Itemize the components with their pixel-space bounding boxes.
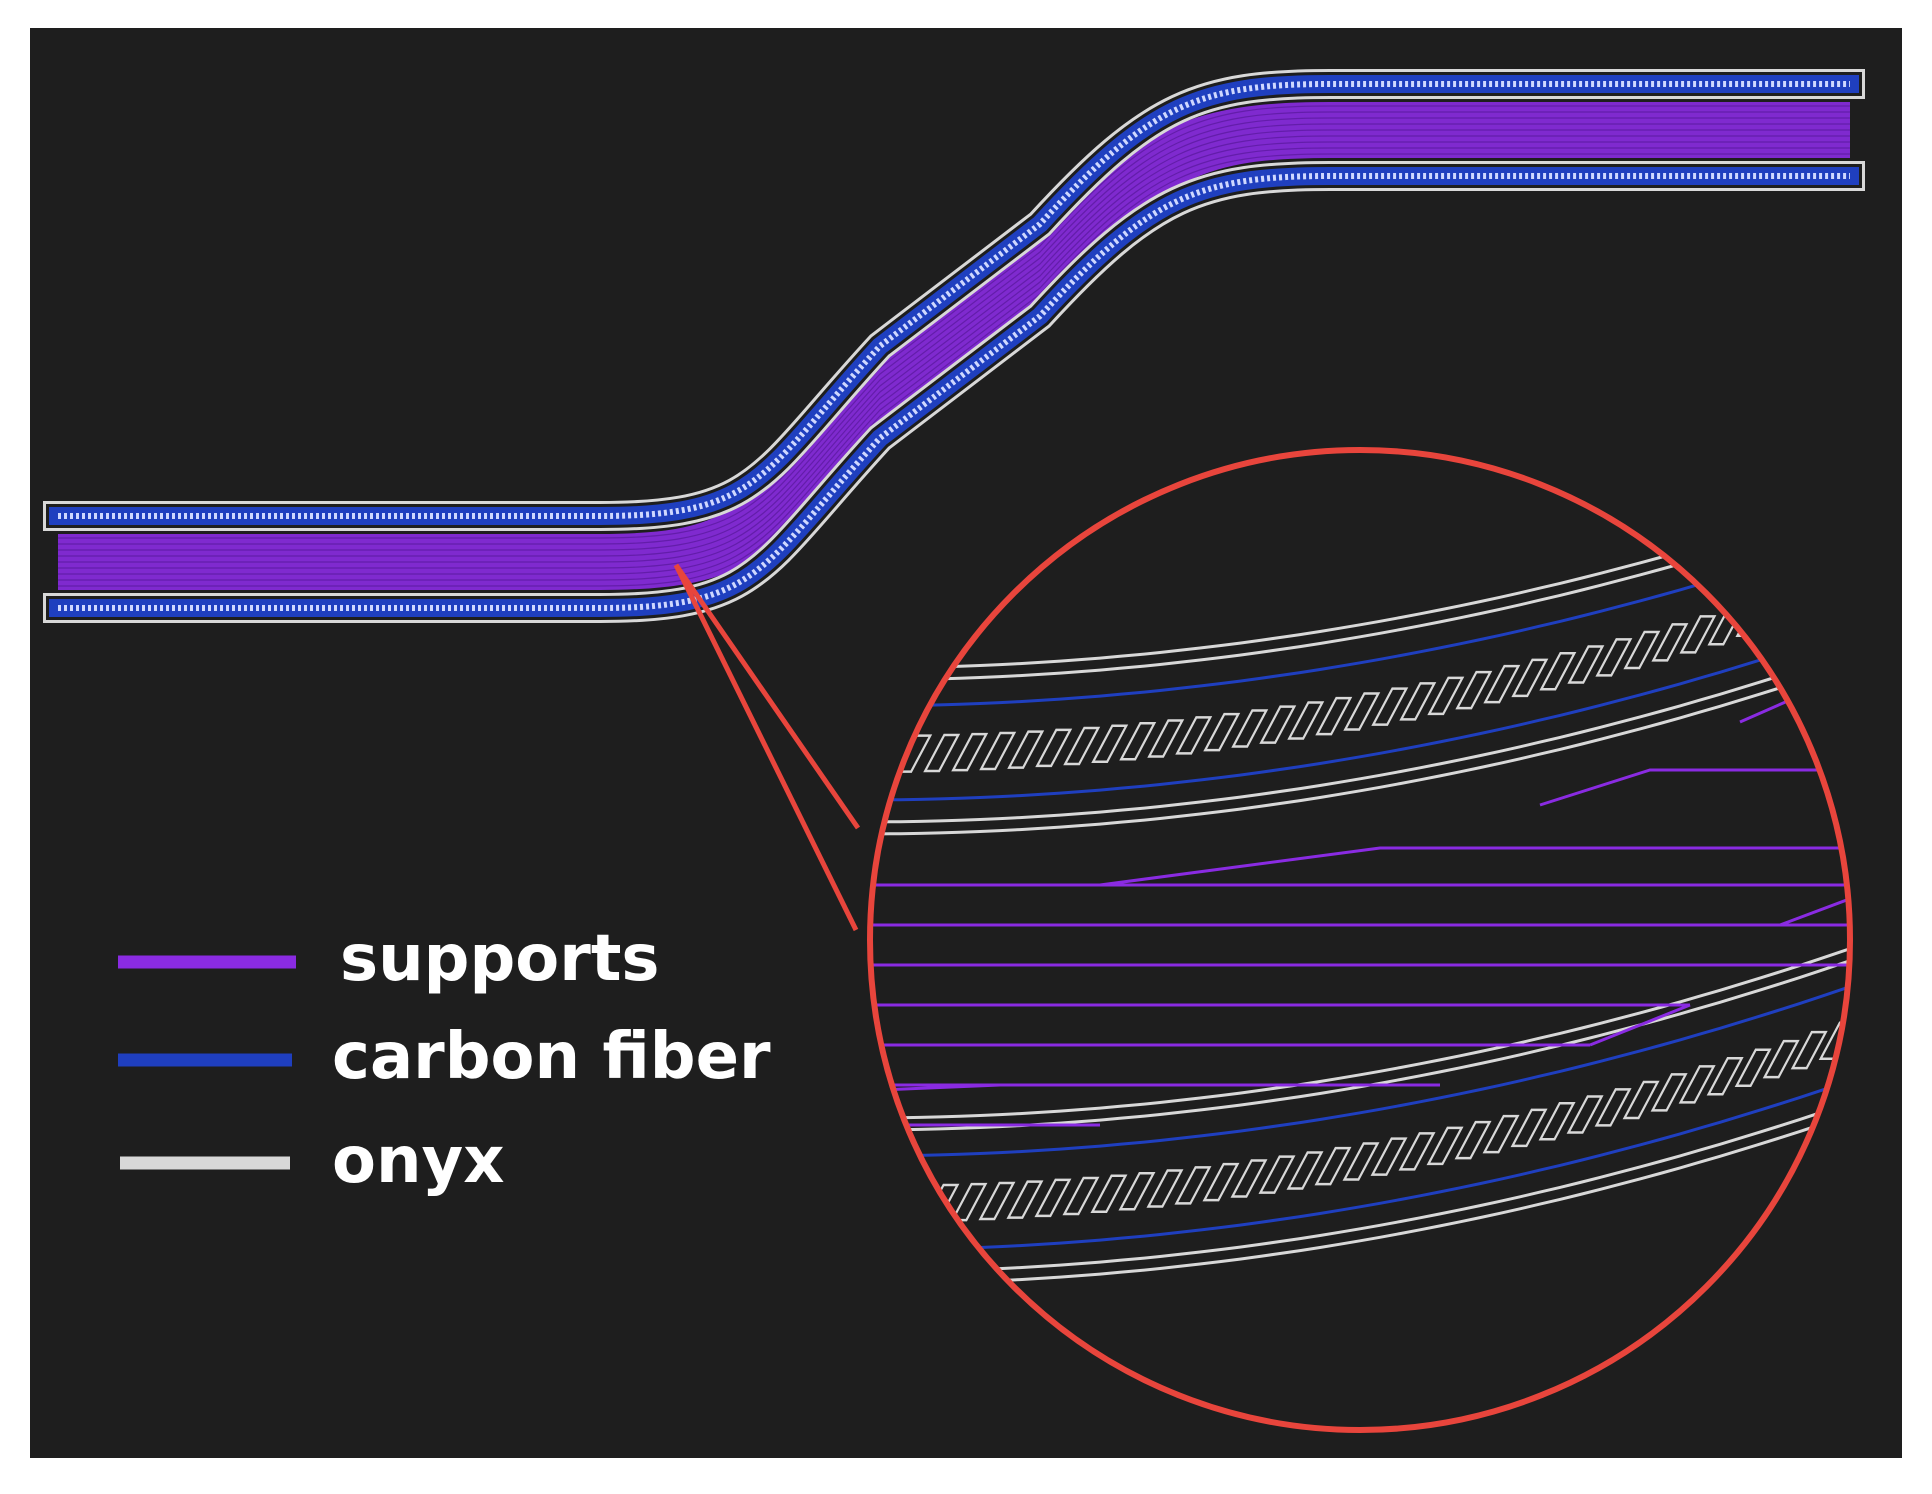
supports-line: [58, 135, 1850, 569]
fiber-cell: [1146, 1169, 1184, 1208]
supports-line: [58, 129, 1850, 563]
onyx-line: [870, 1083, 1850, 1274]
fiber-cell: [1343, 692, 1381, 731]
fiber-cell: [1286, 1151, 1324, 1190]
fiber-cell: [1399, 682, 1437, 721]
fiber-cell: [1734, 1048, 1772, 1088]
fiber-cell: [1062, 1176, 1100, 1216]
fiber-cell: [1119, 721, 1157, 761]
carbon-fiber-line: [870, 1061, 1850, 1252]
onyx-line: [870, 633, 1850, 824]
fiber-cell: [1426, 1126, 1464, 1166]
fiber-cell: [1006, 1180, 1044, 1219]
onyx-line: [870, 645, 1850, 836]
zoom-circle: [867, 447, 1853, 1433]
support-line: [1099, 846, 1850, 887]
fiber-cell: [1063, 726, 1101, 766]
fiber-cell: [1035, 728, 1073, 768]
fiber-cell: [979, 731, 1017, 771]
fiber-cell: [1595, 638, 1633, 677]
carbon-fiber-core: [49, 167, 1859, 617]
supports-line: [58, 141, 1850, 575]
zoom-supports: [870, 698, 1850, 1127]
support-line: [1779, 878, 1850, 927]
onyx-line: [870, 929, 1850, 1120]
fiber-cell: [1651, 623, 1689, 662]
carbon-fiber-core: [49, 75, 1859, 525]
carbon-fiber-line: [870, 967, 1850, 1158]
legend-label-carbon-fiber: carbon fiber: [332, 1020, 771, 1094]
fiber-cell: [1090, 1174, 1128, 1213]
s-curve-part: [43, 69, 1865, 623]
lower-wall: [43, 161, 1865, 623]
fiber-cell: [1623, 630, 1661, 670]
fiber-cell: [1427, 676, 1465, 716]
fiber-cell: [1482, 1114, 1520, 1154]
fiber-cell: [978, 1181, 1016, 1221]
carbon-fiber-line: [870, 611, 1850, 802]
legend: supports carbon fiber onyx: [118, 922, 771, 1198]
fiber-cell: [1679, 615, 1717, 654]
fiber-cell: [1762, 1039, 1800, 1079]
fiber-cell: [1259, 705, 1297, 744]
fiber-cell: [1342, 1142, 1380, 1181]
support-line: [879, 1083, 1440, 1092]
fiber-cell: [1091, 724, 1129, 763]
fiber-cell: [1231, 709, 1269, 748]
upper-wall: [43, 69, 1865, 531]
supports-line: [58, 117, 1850, 551]
fiber-cell: [1483, 664, 1521, 704]
fiber-cell: [1454, 1120, 1492, 1160]
fiber-cell: [951, 732, 989, 772]
fiber-cell: [1511, 658, 1549, 698]
fiber-cell: [1678, 1065, 1716, 1104]
supports-line: [58, 153, 1850, 587]
fiber-cell: [1203, 712, 1241, 752]
supports-line: [58, 123, 1850, 557]
fiber-cell: [1622, 1080, 1660, 1120]
fiber-cell: [923, 733, 961, 773]
fiber-cell: [1594, 1088, 1632, 1127]
supports-line: [58, 147, 1850, 581]
supports-line: [58, 111, 1850, 545]
fiber-cell: [1287, 701, 1325, 740]
callout-lines: [673, 563, 861, 932]
fiber-cell: [1455, 670, 1493, 710]
fiber-cell: [1174, 1166, 1212, 1205]
fiber-cell: [1258, 1155, 1296, 1194]
fiber-cell: [1118, 1171, 1156, 1211]
fiber-cell: [1371, 687, 1409, 726]
fiber-cell: [1538, 1102, 1576, 1141]
fiber-cell: [1007, 730, 1045, 769]
fiber-cell: [1370, 1137, 1408, 1176]
fiber-cell: [1650, 1073, 1688, 1112]
legend-label-onyx: onyx: [332, 1124, 505, 1198]
fiber-cell: [1510, 1108, 1548, 1148]
legend-item-supports: supports: [118, 922, 660, 996]
callout-line-top: [673, 563, 861, 830]
fiber-cell: [1790, 1030, 1828, 1070]
legend-item-carbon-fiber: carbon fiber: [118, 1020, 771, 1094]
fiber-cell: [1147, 719, 1185, 758]
callout-line-bottom: [673, 563, 859, 932]
fiber-cell: [1398, 1132, 1436, 1171]
fiber-cell: [1034, 1178, 1072, 1218]
fiber-cell: [1567, 645, 1605, 684]
onyx-line: [870, 1095, 1850, 1286]
fiber-cell: [1314, 1146, 1352, 1186]
fiber-cell: [1315, 696, 1353, 736]
fiber-cell: [1539, 652, 1577, 691]
fiber-cell: [1175, 716, 1213, 755]
fiber-cell: [1566, 1095, 1604, 1134]
fiber-cell: [1706, 1057, 1744, 1096]
fiber-cell: [1230, 1159, 1268, 1198]
legend-label-supports: supports: [340, 922, 660, 996]
legend-item-onyx: onyx: [120, 1124, 505, 1198]
support-line: [1589, 1003, 1691, 1047]
fiber-cell: [1202, 1162, 1240, 1202]
